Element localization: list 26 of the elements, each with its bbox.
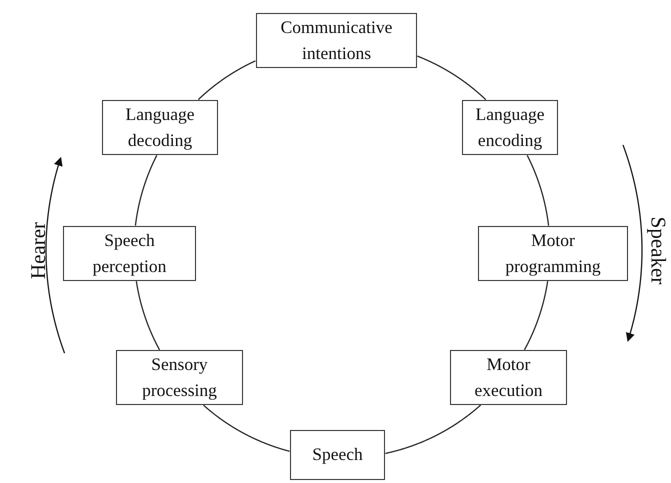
connector-arc xyxy=(198,60,256,100)
process-box xyxy=(102,100,218,155)
process-box xyxy=(63,226,196,281)
connector-arc xyxy=(136,281,160,350)
connector-arc xyxy=(526,155,550,226)
box-label: Communicative intentions xyxy=(280,16,394,64)
process-box xyxy=(462,100,558,155)
process-box xyxy=(116,350,243,405)
role-label: Hearer xyxy=(26,221,51,279)
box-label: Speech xyxy=(312,443,363,466)
role-label: Speaker xyxy=(645,216,670,284)
process-box xyxy=(478,226,628,281)
box-label: Motor programming xyxy=(504,229,602,278)
box-label: Sensory processing xyxy=(141,353,218,402)
box-label: Language decoding xyxy=(124,103,196,152)
process-box xyxy=(450,350,567,405)
connector-arc xyxy=(134,155,158,226)
connector-arc xyxy=(203,404,290,452)
connector-arc xyxy=(524,280,548,350)
box-label: Motor execution xyxy=(473,353,544,402)
box-label: Speech perception xyxy=(92,229,168,278)
connector-arc xyxy=(385,404,482,454)
process-box xyxy=(256,13,417,68)
connector-arc xyxy=(417,56,486,100)
box-label: Language encoding xyxy=(474,103,546,152)
process-box xyxy=(290,430,385,480)
